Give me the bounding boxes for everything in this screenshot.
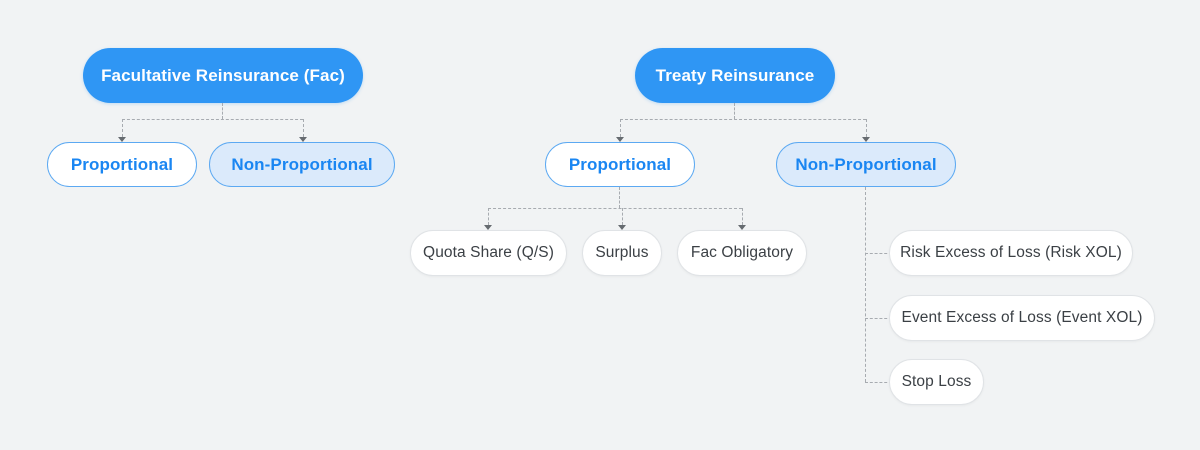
- arrow-down-icon: [862, 137, 870, 142]
- connector-drop-fac-obligatory: [742, 208, 743, 225]
- node-risk-excess-of-loss: Risk Excess of Loss (Risk XOL): [889, 230, 1133, 276]
- node-fac-non-proportional: Non-Proportional: [209, 142, 395, 187]
- connector-treaty-stem: [734, 103, 735, 119]
- node-event-excess-of-loss: Event Excess of Loss (Event XOL): [889, 295, 1155, 341]
- connector-treaty-branch: [620, 119, 866, 120]
- connector-drop-surplus: [622, 208, 623, 225]
- connector-treaty-drop-non-proportional: [866, 119, 867, 137]
- connector-treaty-drop-proportional: [620, 119, 621, 137]
- connector-stub-risk-xol: [865, 253, 892, 254]
- arrow-down-icon: [738, 225, 746, 230]
- connector-stub-stop-loss: [865, 382, 892, 383]
- connector-fac-stem: [222, 103, 223, 119]
- connector-proportional-stem: [619, 187, 620, 208]
- arrow-down-icon: [618, 225, 626, 230]
- connector-fac-drop-non-proportional: [303, 119, 304, 137]
- connector-drop-quota-share: [488, 208, 489, 225]
- connector-fac-branch: [122, 119, 303, 120]
- arrow-down-icon: [299, 137, 307, 142]
- arrow-down-icon: [118, 137, 126, 142]
- connector-non-proportional-stem: [865, 187, 866, 382]
- connector-stub-event-xol: [865, 318, 892, 319]
- node-fac-obligatory: Fac Obligatory: [677, 230, 807, 276]
- node-surplus: Surplus: [582, 230, 662, 276]
- connector-proportional-branch: [488, 208, 742, 209]
- node-facultative-reinsurance: Facultative Reinsurance (Fac): [83, 48, 363, 103]
- arrow-down-icon: [616, 137, 624, 142]
- connector-fac-drop-proportional: [122, 119, 123, 137]
- arrow-down-icon: [484, 225, 492, 230]
- node-treaty-non-proportional: Non-Proportional: [776, 142, 956, 187]
- node-quota-share: Quota Share (Q/S): [410, 230, 567, 276]
- node-treaty-reinsurance: Treaty Reinsurance: [635, 48, 835, 103]
- node-treaty-proportional: Proportional: [545, 142, 695, 187]
- node-stop-loss: Stop Loss: [889, 359, 984, 405]
- node-fac-proportional: Proportional: [47, 142, 197, 187]
